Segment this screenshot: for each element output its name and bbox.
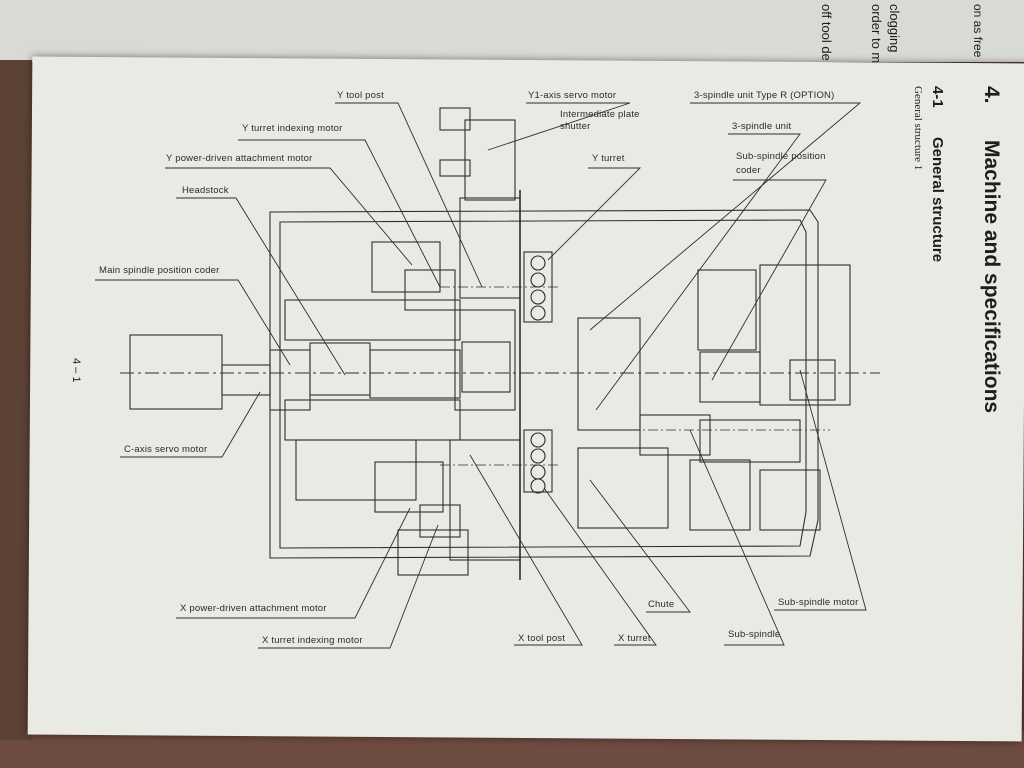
y-tool-post-body bbox=[459, 197, 521, 299]
chute-body bbox=[577, 447, 669, 529]
label-main-spindle-position-coder: Main spindle position coder bbox=[99, 265, 220, 276]
label-intermediate-plate-line2: shutter bbox=[560, 121, 591, 132]
label-y-turret: Y turret bbox=[592, 153, 625, 164]
x-tool-post-body bbox=[449, 439, 521, 561]
spindle-coder-housing bbox=[221, 364, 271, 396]
sub-spindle-housing bbox=[699, 351, 761, 403]
label-sub-spindle-position-coder-line2: coder bbox=[736, 165, 761, 176]
label-intermediate-plate-line1: Intermediate plate bbox=[560, 109, 640, 120]
leader-lines bbox=[95, 102, 867, 649]
y-turret-indexing-motor-body bbox=[404, 269, 456, 311]
label-x-tool-post: X tool post bbox=[518, 633, 566, 644]
label-y-tool-post: Y tool post bbox=[337, 90, 384, 101]
three-spindle-unit-body bbox=[577, 317, 641, 431]
x-attachment-motor bbox=[374, 461, 444, 513]
label-x-power-driven-attachment-motor: X power-driven attachment motor bbox=[180, 603, 327, 614]
label-sub-spindle: Sub-spindle bbox=[728, 629, 781, 640]
sub-spindle-body bbox=[699, 419, 801, 463]
sub-spindle-motor-body bbox=[759, 264, 851, 406]
top-sheet bbox=[0, 0, 1024, 62]
y-attachment-motor bbox=[371, 241, 441, 293]
label-x-turret-indexing-motor: X turret indexing motor bbox=[262, 635, 363, 646]
label-headstock: Headstock bbox=[182, 185, 229, 196]
x-turret-stack bbox=[523, 429, 553, 493]
label-x-turret: X turret bbox=[618, 633, 651, 644]
c-axis-motor-body bbox=[129, 334, 223, 410]
headstock-block bbox=[309, 342, 371, 396]
label-sub-spindle-motor: Sub-spindle motor bbox=[778, 597, 859, 608]
label-sub-spindle-position-coder-line1: Sub-spindle position bbox=[736, 151, 826, 162]
machine-outer-frame bbox=[269, 209, 819, 559]
x-turret-indexing-motor-body bbox=[419, 504, 461, 538]
table-surface-left bbox=[0, 60, 32, 740]
label-three-spindle-unit: 3-spindle unit bbox=[732, 121, 792, 132]
label-chute: Chute bbox=[648, 599, 675, 610]
label-three-spindle-unit-type-r: 3-spindle unit Type R (OPTION) bbox=[694, 90, 835, 101]
label-y-turret-indexing-motor: Y turret indexing motor bbox=[242, 123, 343, 134]
y1-axis-servo-motor-body bbox=[464, 119, 516, 201]
machine-inner-frame bbox=[279, 219, 807, 549]
label-y-power-driven-attachment-motor: Y power-driven attachment motor bbox=[166, 153, 313, 164]
label-c-axis-servo-motor: C-axis servo motor bbox=[124, 444, 208, 455]
label-y1-axis-servo-motor: Y1-axis servo motor bbox=[528, 90, 617, 101]
